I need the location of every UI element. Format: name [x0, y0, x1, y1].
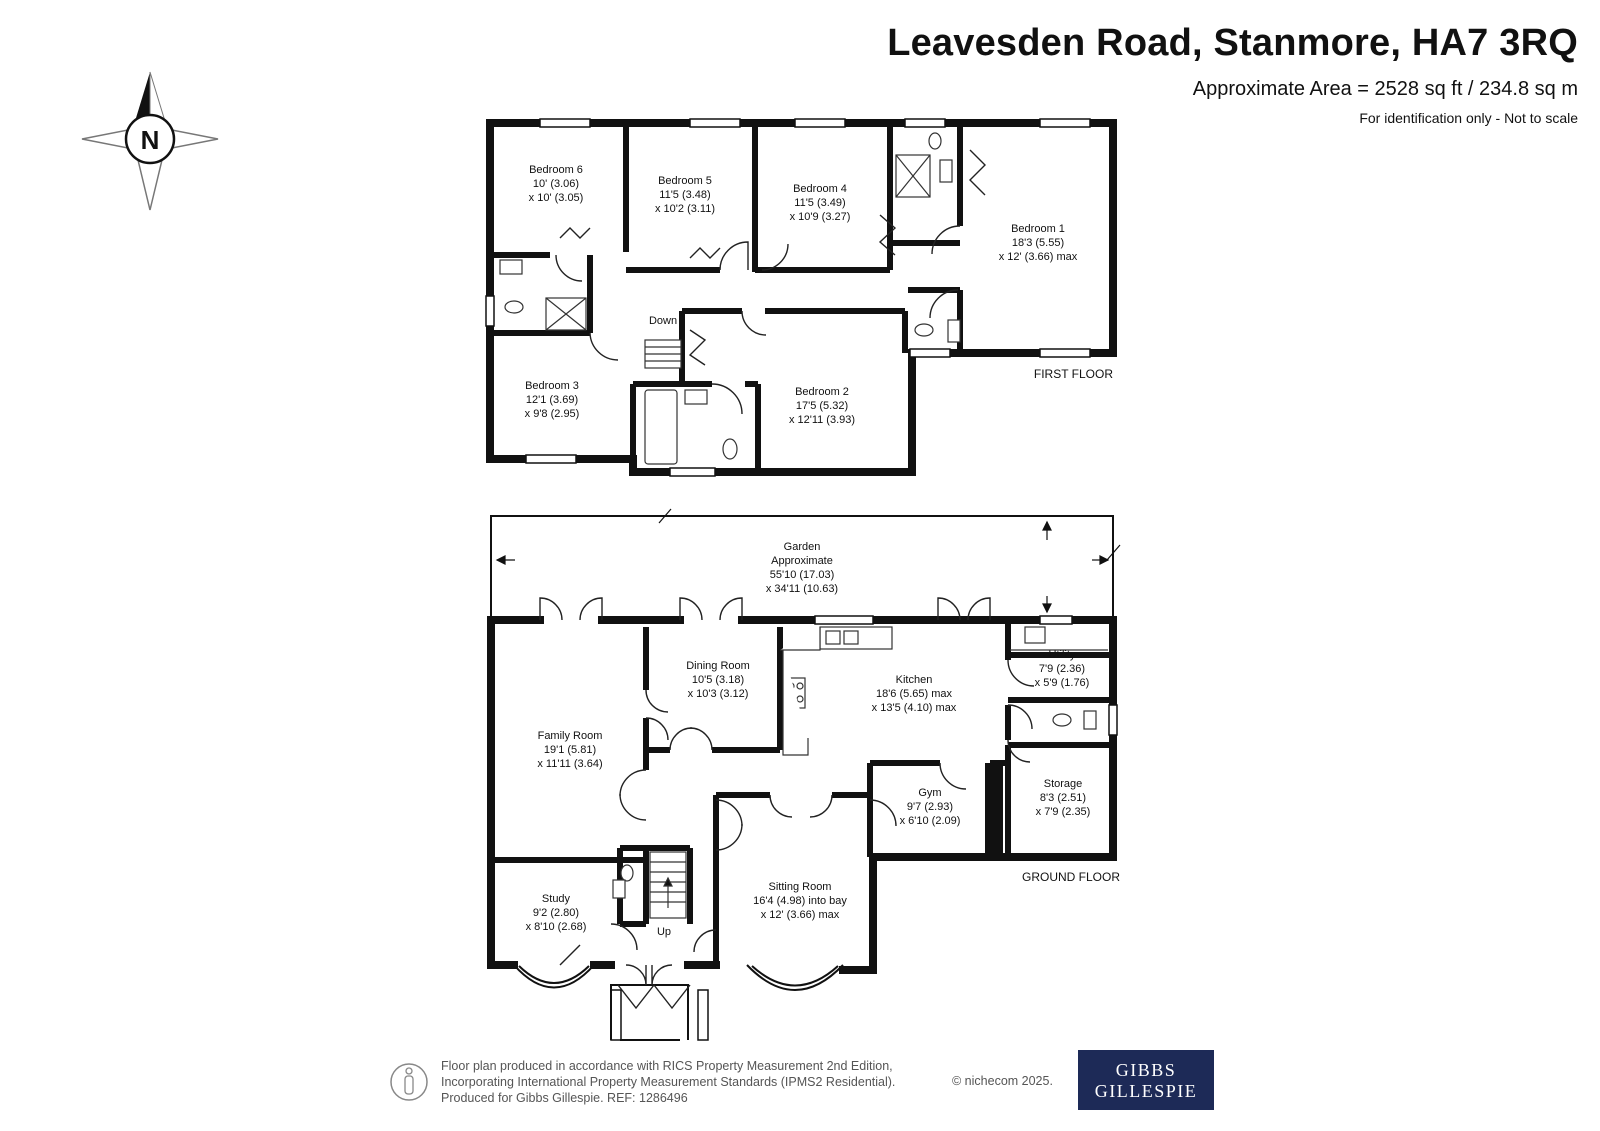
room-name: Kitchen: [896, 674, 933, 686]
room-dim: x 10'3 (3.12): [688, 688, 749, 700]
garden-dim: x 34'11 (10.63): [766, 583, 838, 595]
room-dim: 18'6 (5.65) max: [876, 688, 953, 700]
first-floor-label: FIRST FLOOR: [1034, 367, 1113, 381]
garden-dim: 55'10 (17.03): [770, 569, 834, 581]
first-floor-labels: FIRST FLOOR Down Bedroom 6 10' (3.06) x …: [525, 164, 1114, 426]
ground-floor-inner-walls: [491, 623, 1113, 965]
room-name: Bedroom 6: [529, 164, 583, 176]
room-dim: 8'3 (2.51): [1040, 792, 1086, 804]
stairs-up-label: Up: [657, 926, 671, 938]
ground-floor-labels: GROUND FLOOR Up Garden Approximate 55'10…: [526, 541, 1121, 938]
ground-floor-label: GROUND FLOOR: [1022, 870, 1120, 884]
ground-floor-windows: [610, 615, 1118, 1041]
room-dim: x 8'10 (2.68): [526, 921, 587, 933]
room-name: Storage: [1044, 778, 1083, 790]
room-dim: 10'5 (3.18): [692, 674, 744, 686]
footer-line: Incorporating International Property Mea…: [441, 1075, 896, 1089]
room-name: Bedroom 2: [795, 386, 849, 398]
garden-dimension-arrows: [495, 508, 1121, 614]
room-dim: 11'5 (3.49): [794, 197, 845, 209]
approximate-area: Approximate Area = 2528 sq ft / 234.8 sq…: [1192, 78, 1578, 100]
bay-windows: [513, 964, 844, 1041]
room-dim: 18'3 (5.55): [1012, 237, 1064, 249]
garden-dim: Approximate: [771, 555, 833, 567]
room-dim: 19'1 (5.81): [544, 744, 596, 756]
first-floor-fixtures: [499, 132, 961, 465]
room-dim: 10' (3.06): [533, 178, 579, 190]
footer-line: Produced for Gibbs Gillespie. REF: 12864…: [441, 1091, 688, 1105]
room-dim: x 5'9 (1.76): [1035, 677, 1090, 689]
footer-line: Floor plan produced in accordance with R…: [441, 1059, 893, 1073]
room-name: Sitting Room: [769, 881, 832, 893]
structural-column: [985, 763, 1003, 857]
garden-outline: [490, 515, 1114, 617]
room-name: Bedroom 4: [793, 183, 847, 195]
room-name: Utility: [1049, 649, 1076, 661]
ground-floor-fixtures: [612, 626, 1108, 919]
room-dim: x 12' (3.66) max: [761, 909, 840, 921]
room-name: Bedroom 5: [658, 175, 712, 187]
room-name: Gym: [918, 787, 941, 799]
room-dim: 17'5 (5.32): [796, 400, 848, 412]
room-dim: x 9'8 (2.95): [525, 408, 580, 420]
room-dim: x 10'2 (3.11): [655, 203, 715, 215]
stairs-down-label: Down: [649, 315, 677, 327]
garden-name: Garden: [784, 541, 821, 553]
room-dim: 9'7 (2.93): [907, 801, 953, 813]
room-name: Bedroom 3: [525, 380, 579, 392]
room-dim: x 12'11 (3.93): [789, 414, 855, 426]
room-name: Family Room: [538, 730, 603, 742]
room-name: Bedroom 1: [1011, 223, 1065, 235]
room-dim: x 10'9 (3.27): [790, 211, 851, 223]
room-dim: 11'5 (3.48): [659, 189, 710, 201]
room-dim: x 13'5 (4.10) max: [872, 702, 957, 714]
room-name: Study: [542, 893, 571, 905]
first-floor-windows: [485, 118, 1091, 477]
room-dim: 12'1 (3.69): [526, 394, 578, 406]
first-floor-inner-walls: [490, 123, 963, 472]
page-title: Leavesden Road, Stanmore, HA7 3RQ: [887, 22, 1578, 64]
room-dim: x 7'9 (2.35): [1036, 806, 1091, 818]
room-dim: x 11'11 (3.64): [537, 758, 602, 770]
disclaimer: For identification only - Not to scale: [1359, 110, 1578, 126]
first-floor-doors: [555, 149, 986, 415]
rics-logo-icon: [390, 1063, 428, 1101]
ground-floor-doors: [539, 597, 1035, 1010]
room-dim: 7'9 (2.36): [1039, 663, 1085, 675]
compass-label: N: [141, 125, 160, 155]
compass-icon: N: [81, 71, 219, 211]
room-dim: 9'2 (2.80): [533, 907, 579, 919]
room-dim: x 12' (3.66) max: [999, 251, 1078, 263]
brand-line: GIBBS: [1115, 1060, 1177, 1080]
footer-notes: Floor plan produced in accordance with R…: [441, 1058, 895, 1106]
room-dim: x 6'10 (2.09): [900, 815, 961, 827]
copyright: © nichecom 2025.: [952, 1074, 1053, 1088]
brand-logo: GIBBS GILLESPIE: [1078, 1050, 1214, 1110]
room-dim: 16'4 (4.98) into bay: [753, 895, 847, 907]
brand-line: GILLESPIE: [1094, 1081, 1198, 1101]
room-name: Dining Room: [686, 660, 750, 672]
room-dim: x 10' (3.05): [529, 192, 584, 204]
